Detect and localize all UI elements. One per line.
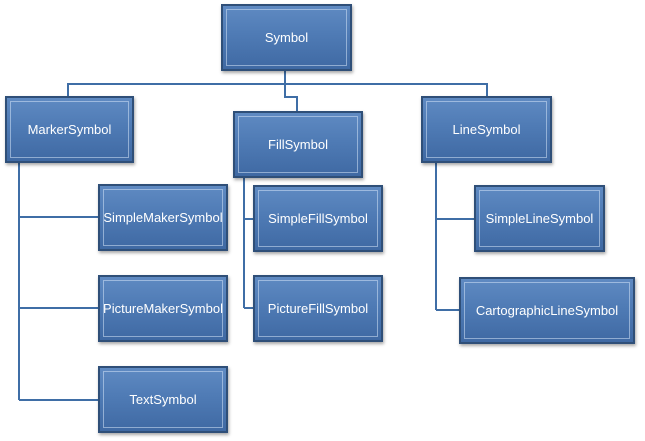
node-fill-symbol: FillSymbol xyxy=(233,111,363,178)
connector-root-to-line xyxy=(285,83,488,97)
node-cartographic-line-symbol-label: CartographicLineSymbol xyxy=(475,303,619,318)
node-simple-line-symbol: SimpleLineSymbol xyxy=(474,185,605,252)
node-picture-fill-symbol-label: PictureFillSymbol xyxy=(267,301,369,316)
node-simple-line-symbol-label: SimpleLineSymbol xyxy=(485,211,594,226)
node-cartographic-line-symbol: CartographicLineSymbol xyxy=(459,277,635,344)
node-picture-fill-symbol: PictureFillSymbol xyxy=(253,275,383,342)
connector-root-to-marker xyxy=(67,70,286,97)
node-simple-fill-symbol: SimpleFillSymbol xyxy=(253,185,383,252)
node-text-symbol: TextSymbol xyxy=(98,366,228,433)
connector-root-to-fill xyxy=(284,84,298,112)
node-simple-fill-symbol-label: SimpleFillSymbol xyxy=(268,211,368,226)
node-fill-symbol-label: FillSymbol xyxy=(268,137,328,152)
node-marker-symbol-label: MarkerSymbol xyxy=(27,122,112,137)
node-marker-symbol: MarkerSymbol xyxy=(5,96,134,163)
node-line-symbol: LineSymbol xyxy=(421,96,552,163)
node-symbol-label: Symbol xyxy=(264,30,309,45)
node-simple-maker-symbol: SimpleMakerSymbol xyxy=(98,184,228,251)
node-line-symbol-label: LineSymbol xyxy=(452,122,521,137)
node-text-symbol-label: TextSymbol xyxy=(129,392,197,407)
node-symbol: Symbol xyxy=(221,4,352,71)
node-picture-maker-symbol-label: PictureMakerSymbol xyxy=(103,301,223,316)
node-picture-maker-symbol: PictureMakerSymbol xyxy=(98,275,228,342)
node-simple-maker-symbol-label: SimpleMakerSymbol xyxy=(103,210,223,225)
